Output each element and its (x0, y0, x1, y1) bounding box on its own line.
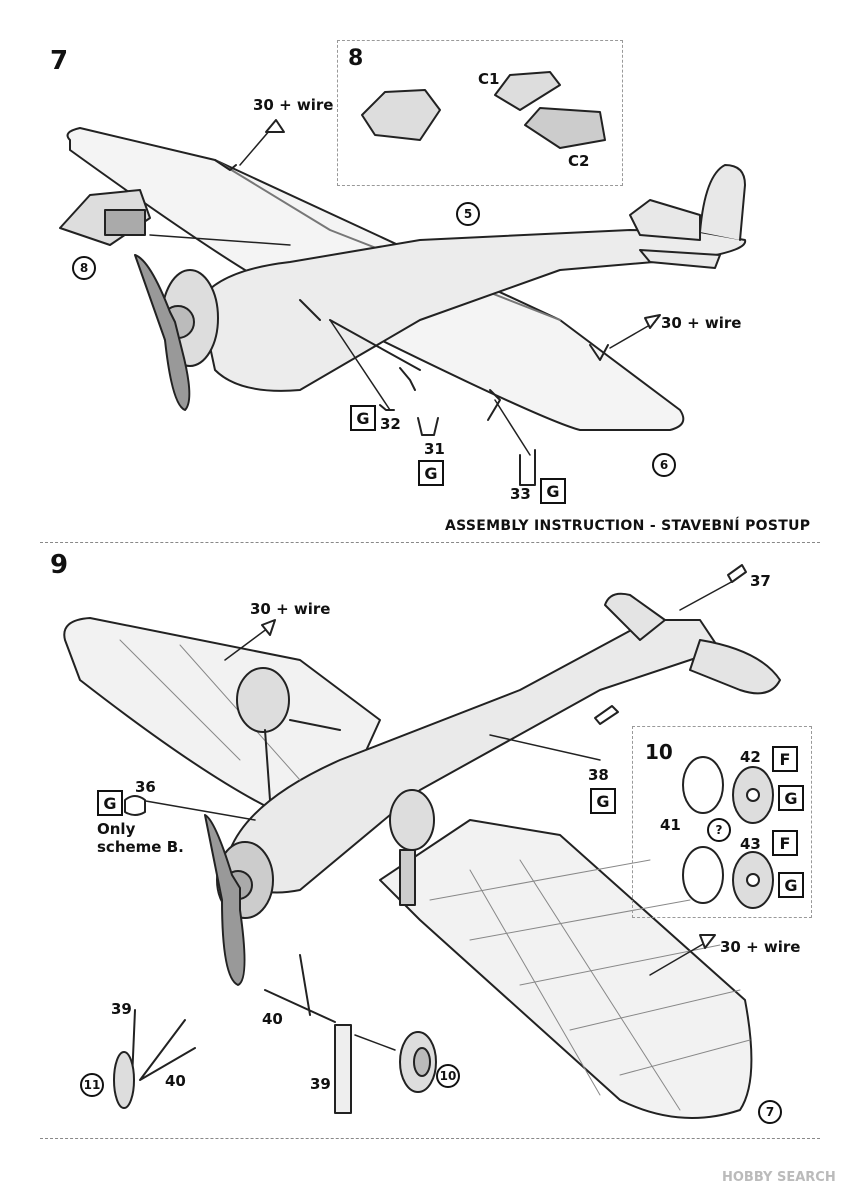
label-40-b: 40 (262, 1010, 283, 1028)
label-37: 37 (750, 572, 771, 590)
label-36: 36 (135, 778, 156, 796)
watermark: HOBBY SEARCH (722, 1170, 836, 1185)
label-32: 32 (380, 415, 401, 433)
label-30-wire-c: 30 + wire (250, 600, 331, 618)
label-40-a: 40 (165, 1072, 186, 1090)
sprue-g-36: G (97, 790, 123, 816)
label-c2: C2 (568, 152, 590, 170)
step10-frame (632, 726, 812, 918)
label-42: 42 (740, 748, 761, 766)
label-30-wire-b: 30 + wire (661, 314, 742, 332)
step8-frame (337, 40, 623, 186)
label-38: 38 (588, 766, 609, 784)
sprue-g-43: G (778, 872, 804, 898)
question-icon: ? (707, 818, 731, 842)
ref-circle-10: 10 (436, 1064, 460, 1088)
sprue-f-43: F (772, 830, 798, 856)
step-10-number: 10 (645, 740, 673, 764)
label-43: 43 (740, 835, 761, 853)
ref-circle-8: 8 (72, 256, 96, 280)
sprue-g-31: G (418, 460, 444, 486)
sprue-g-32: G (350, 405, 376, 431)
sprue-f-42: F (772, 746, 798, 772)
ref-circle-5: 5 (456, 202, 480, 226)
sprue-g-33: G (540, 478, 566, 504)
step-9-number: 9 (50, 550, 69, 580)
ref-circle-7: 7 (758, 1100, 782, 1124)
label-30-wire-a: 30 + wire (253, 96, 334, 114)
label-31: 31 (424, 440, 445, 458)
label-39-a: 39 (111, 1000, 132, 1018)
label-30-wire-d: 30 + wire (720, 938, 801, 956)
label-c1: C1 (478, 70, 500, 88)
ref-circle-11: 11 (80, 1073, 104, 1097)
section-title: ASSEMBLY INSTRUCTION - STAVEBNÍ POSTUP (445, 518, 811, 534)
divider-bottom (40, 1138, 820, 1139)
sprue-g-42: G (778, 785, 804, 811)
label-39-b: 39 (310, 1075, 331, 1093)
label-33: 33 (510, 485, 531, 503)
divider-middle (40, 542, 820, 543)
label-only: Only (97, 820, 136, 838)
label-scheme-b: scheme B. (97, 838, 184, 856)
step-7-number: 7 (50, 46, 69, 76)
sprue-g-38: G (590, 788, 616, 814)
ref-circle-6: 6 (652, 453, 676, 477)
label-41: 41 (660, 816, 681, 834)
step-8-number: 8 (348, 46, 364, 71)
